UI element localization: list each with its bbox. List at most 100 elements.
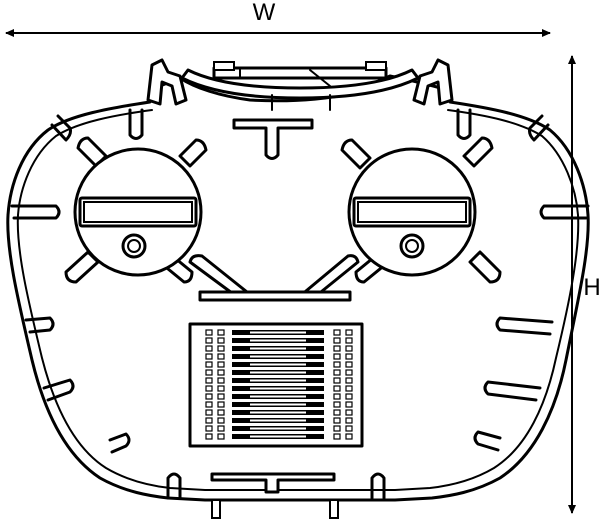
splice-slot-square — [345, 345, 353, 352]
bottom-peg-right — [370, 472, 386, 500]
splice-slot-square — [345, 369, 353, 376]
splice-slot-square — [333, 385, 341, 392]
splice-channel — [250, 331, 306, 334]
side-tab-right-3 — [483, 380, 542, 402]
side-tab-right-4 — [473, 430, 502, 452]
latch-tab-right — [365, 61, 387, 71]
splice-channel — [250, 387, 306, 390]
latch-detail-2 — [309, 69, 331, 87]
latch-bar — [212, 66, 388, 80]
splice-slot-square — [205, 401, 213, 408]
splice-slot-square — [333, 353, 341, 360]
splice-slot-square — [205, 385, 213, 392]
side-tabs — [10, 204, 590, 454]
splice-slot-square — [217, 393, 225, 400]
splice-slot-square — [333, 393, 341, 400]
splice-slot-square — [205, 417, 213, 424]
side-tab-right-1 — [539, 204, 590, 220]
side-tab-left-3 — [42, 378, 75, 402]
latch-arm — [180, 68, 420, 100]
left-spool — [64, 136, 208, 284]
peg-top-left — [128, 108, 144, 140]
splice-channel — [250, 339, 306, 342]
splice-channel — [250, 363, 306, 366]
splice-channel — [250, 379, 306, 382]
splice-slot-square — [217, 361, 225, 368]
splice-slot-square — [217, 345, 225, 352]
right-spool — [340, 136, 502, 284]
splice-slot-square — [205, 393, 213, 400]
splice-slot-square — [333, 425, 341, 432]
splice-slot-square — [345, 401, 353, 408]
bottom-foot-left — [211, 499, 221, 519]
splice-slot-square — [333, 409, 341, 416]
splice-channel — [250, 395, 306, 398]
side-tab-right-2 — [495, 316, 554, 336]
splice-slot-square — [217, 425, 225, 432]
splice-block — [188, 322, 364, 448]
splice-slot-square — [205, 337, 213, 344]
splice-slot-square — [217, 377, 225, 384]
splice-slot-square — [345, 353, 353, 360]
splice-slot-square — [333, 377, 341, 384]
right-spool-pin-inner — [405, 239, 419, 253]
splice-slot-square — [205, 409, 213, 416]
splice-slot-square — [217, 385, 225, 392]
splice-slot-square — [205, 345, 213, 352]
upper-pegs — [50, 108, 550, 160]
splice-slot-square — [205, 353, 213, 360]
splice-slot-square — [217, 369, 225, 376]
splice-channel — [250, 435, 306, 438]
side-tab-left-2 — [24, 316, 55, 334]
splice-slot-square — [217, 409, 225, 416]
splice-slot-square — [333, 417, 341, 424]
splice-slot-square — [333, 369, 341, 376]
height-label: H — [583, 274, 600, 301]
splice-slot-square — [333, 337, 341, 344]
splice-channel — [250, 371, 306, 374]
peg-right-upper — [528, 114, 550, 142]
left-top-hook — [146, 58, 188, 106]
splice-slots — [205, 329, 353, 440]
splice-slot-square — [333, 329, 341, 336]
left-spool-arm-tl — [76, 136, 108, 168]
splice-channel — [250, 355, 306, 358]
width-dimension: W — [5, 0, 551, 37]
center-guide — [188, 254, 360, 302]
right-spool-arm-tr — [462, 136, 494, 168]
splice-slot-square — [345, 385, 353, 392]
t-post — [232, 118, 314, 160]
splice-channel — [250, 403, 306, 406]
splice-slot-square — [217, 433, 225, 440]
right-spool-arm-br — [468, 250, 502, 284]
side-tab-left-1 — [10, 204, 61, 220]
splice-slot-square — [217, 417, 225, 424]
splice-slot-square — [205, 361, 213, 368]
splice-slot-square — [345, 433, 353, 440]
splice-slot-square — [217, 337, 225, 344]
height-dimension: H — [568, 55, 600, 514]
splice-slot-square — [333, 401, 341, 408]
splice-channel — [250, 347, 306, 350]
peg-left-upper — [50, 114, 72, 142]
splice-channel — [250, 411, 306, 414]
splice-slot-square — [217, 401, 225, 408]
splice-slot-square — [205, 425, 213, 432]
splice-slot-square — [205, 377, 213, 384]
splice-slot-square — [217, 353, 225, 360]
center-v-guide — [188, 254, 254, 298]
splice-slot-square — [333, 433, 341, 440]
bottom-details — [166, 472, 386, 519]
splice-slot-square — [345, 377, 353, 384]
bottom-foot-right — [329, 499, 339, 519]
splice-slot-square — [205, 369, 213, 376]
width-label: W — [253, 0, 276, 26]
splice-slot-square — [217, 329, 225, 336]
right-top-hook — [412, 58, 454, 106]
splice-channel — [250, 427, 306, 430]
splice-slot-square — [333, 361, 341, 368]
splice-slot-square — [345, 409, 353, 416]
splice-slot-square — [333, 345, 341, 352]
side-tab-left-4 — [108, 432, 131, 454]
splice-slot-square — [205, 433, 213, 440]
